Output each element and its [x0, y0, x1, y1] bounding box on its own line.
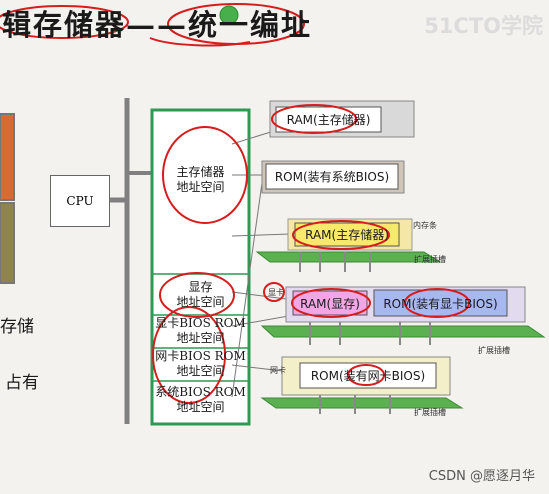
nic-label: 网卡 [270, 366, 286, 375]
expansion-slot-bar [260, 325, 546, 338]
cpu-box: CPU [50, 175, 110, 227]
ram-main-top-box [275, 106, 382, 133]
rom-video-box [373, 289, 508, 317]
ram-main-card-box [294, 222, 400, 247]
map-label-line: 显卡BIOS ROM [155, 316, 246, 330]
map-label-line: 地址空间 [176, 331, 225, 345]
left-block-orange [0, 113, 15, 201]
map-label-vram: 显存 地址空间 [152, 280, 249, 310]
red-annotations [0, 3, 470, 404]
ram-video-label: RAM(显存) [300, 296, 360, 311]
watermark: 51CTO学院 [424, 14, 543, 38]
video-card-label: 显卡 [268, 288, 284, 297]
rom-nic-label: ROM(装有网卡BIOS) [310, 369, 426, 383]
green-cursor-dot [219, 5, 239, 25]
ram-main-top-label: RAM(主存储器) [286, 113, 371, 127]
rom-nic-box [299, 362, 437, 389]
rom-video-label: ROM(装有显卡BIOS) [383, 296, 498, 311]
expansion-slot-bar [260, 397, 464, 409]
map-label-line: 系统BIOS ROM [155, 385, 246, 399]
map-label-line: 网卡BIOS ROM [155, 349, 246, 363]
map-label-line: 地址空间 [176, 400, 225, 414]
map-label-main: 主存储器 地址空间 [152, 165, 249, 195]
memory-stick-label: 内存条 [413, 221, 437, 230]
map-label-nic-bios: 网卡BIOS ROM 地址空间 [152, 349, 249, 379]
map-label-line: 地址空间 [176, 364, 225, 378]
expansion-slot-bar [255, 251, 442, 263]
map-label-line: 主存储器 [176, 165, 225, 179]
address-map-frame [150, 108, 251, 426]
footer-credit: CSDN @愿逐月华 [428, 469, 535, 484]
map-label-system-bios: 系统BIOS ROM 地址空间 [152, 385, 249, 415]
ram-video-box [292, 290, 368, 316]
expansion-slot-label: 扩展插槽 [414, 255, 446, 264]
map-label-line: 地址空间 [176, 180, 225, 194]
map-label-line: 地址空间 [176, 295, 225, 309]
expansion-slot-label: 扩展插槽 [478, 346, 510, 355]
page-title: 辑存储器——统一编址 [2, 8, 313, 42]
rom-system-label: ROM(装有系统BIOS) [274, 170, 390, 184]
left-text-storage: 存储 [0, 317, 34, 337]
rom-system-box [265, 163, 399, 190]
map-label-line: 显存 [188, 280, 213, 294]
ram-main-card-label: RAM(主存储器) [305, 228, 389, 242]
map-label-video-bios: 显卡BIOS ROM 地址空间 [152, 316, 249, 346]
left-block-olive [0, 202, 15, 284]
expansion-slot-label: 扩展插槽 [414, 408, 446, 417]
left-text-occupy: 占有 [5, 373, 39, 393]
